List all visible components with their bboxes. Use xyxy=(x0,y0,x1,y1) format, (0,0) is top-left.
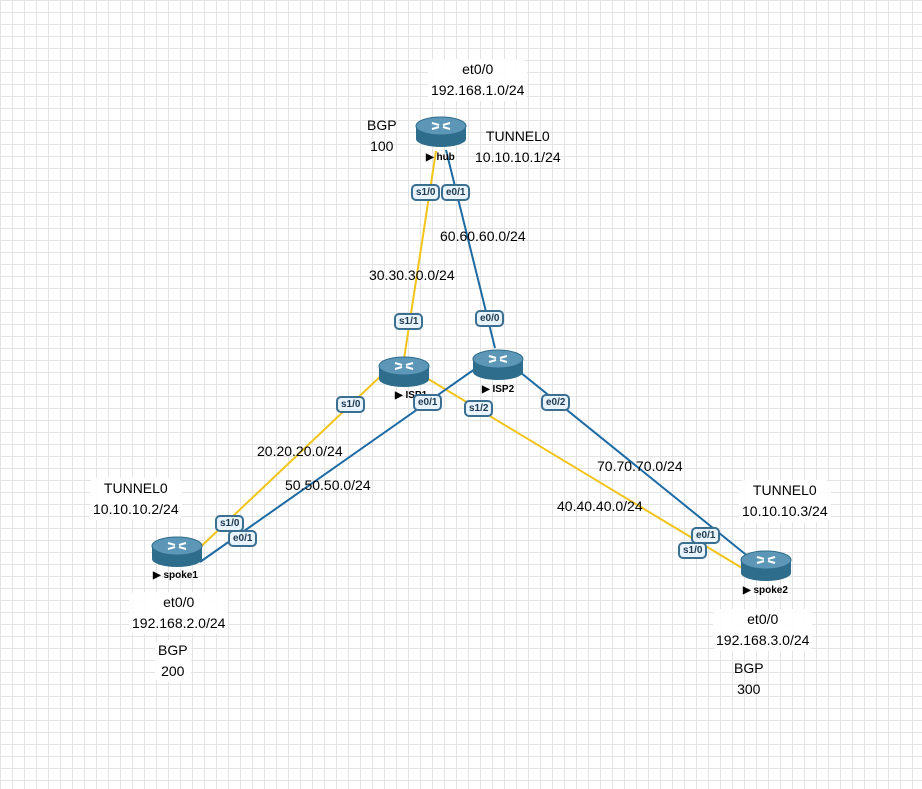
router-icon xyxy=(415,116,467,147)
router-label-isp2: ▶ ISP2 xyxy=(482,384,515,395)
spoke2-lan-network: 192.168.3.0/24 xyxy=(716,632,810,648)
spoke2-lan-annotation: et0/0 192.168.3.0/24 xyxy=(713,609,813,651)
hub-bgp-annotation: BGP 100 xyxy=(364,115,400,157)
spoke2-lan-interface: et0/0 xyxy=(747,611,779,627)
port-isp1-s1-1: s1/1 xyxy=(394,313,424,330)
hub-lan-interface: et0/0 xyxy=(462,61,494,77)
port-isp1-s1-2: s1/2 xyxy=(464,400,494,417)
port-isp1-s1-0: s1/0 xyxy=(336,396,366,413)
router-isp1[interactable] xyxy=(377,352,431,392)
hub-lan-annotation: et0/0 192.168.1.0/24 xyxy=(428,59,528,101)
router-isp2[interactable] xyxy=(471,345,525,385)
spoke1-bgp-annotation: BGP 200 xyxy=(155,640,191,682)
hub-tunnel-ip: 10.10.10.1/24 xyxy=(475,149,561,165)
net-label-isp1-spoke2: 40.40.40.0/24 xyxy=(557,498,643,514)
router-icon xyxy=(378,356,430,387)
spoke1-tunnel-ip: 10.10.10.2/24 xyxy=(93,501,179,517)
net-label-isp2-spoke2: 70.70.70.0/24 xyxy=(597,458,683,474)
router-spoke1[interactable] xyxy=(150,532,204,572)
router-spoke2[interactable] xyxy=(739,546,793,586)
spoke1-bgp-label: BGP xyxy=(158,642,188,658)
net-label-isp1-spoke1: 20.20.20.0/24 xyxy=(257,443,343,459)
router-label-hub: ▶ hub xyxy=(426,152,455,163)
router-label-spoke1: ▶ spoke1 xyxy=(153,570,198,581)
hub-tunnel-name: TUNNEL0 xyxy=(485,128,550,144)
spoke1-bgp-as: 200 xyxy=(161,663,185,679)
hub-tunnel-annotation: TUNNEL0 10.10.10.1/24 xyxy=(472,126,564,168)
spoke2-tunnel-annotation: TUNNEL0 10.10.10.3/24 xyxy=(739,480,831,522)
net-label-hub-isp2: 60.60.60.0/24 xyxy=(440,228,526,244)
net-label-isp2-spoke1: 50.50.50.0/24 xyxy=(285,477,371,493)
spoke2-bgp-annotation: BGP 300 xyxy=(731,658,767,700)
spoke2-bgp-label: BGP xyxy=(734,660,764,676)
port-hub-e0-1: e0/1 xyxy=(441,184,471,201)
spoke1-tunnel-annotation: TUNNEL0 10.10.10.2/24 xyxy=(90,478,182,520)
spoke1-lan-annotation: et0/0 192.168.2.0/24 xyxy=(129,592,229,634)
net-label-hub-isp1: 30.30.30.0/24 xyxy=(369,267,455,283)
port-spoke1-e0-1: e0/1 xyxy=(228,530,258,547)
port-isp2-e0-1: e0/1 xyxy=(413,394,443,411)
hub-bgp-label: BGP xyxy=(367,117,397,133)
router-icon xyxy=(740,550,792,581)
spoke2-tunnel-ip: 10.10.10.3/24 xyxy=(742,503,828,519)
port-isp2-e0-2: e0/2 xyxy=(541,394,571,411)
spoke2-bgp-as: 300 xyxy=(737,681,761,697)
router-icon xyxy=(151,536,203,567)
spoke2-tunnel-name: TUNNEL0 xyxy=(752,482,817,498)
hub-bgp-as: 100 xyxy=(370,138,394,154)
router-name-isp2: ISP2 xyxy=(492,384,515,395)
spoke1-lan-network: 192.168.2.0/24 xyxy=(132,615,226,631)
spoke1-lan-interface: et0/0 xyxy=(163,594,195,610)
router-icon xyxy=(472,349,524,380)
port-isp2-e0-0: e0/0 xyxy=(475,310,505,327)
router-label-spoke2: ▶ spoke2 xyxy=(743,585,788,596)
port-hub-s1-0: s1/0 xyxy=(411,184,441,201)
router-hub[interactable] xyxy=(414,112,468,152)
port-spoke2-s1-0: s1/0 xyxy=(678,542,708,559)
spoke1-tunnel-name: TUNNEL0 xyxy=(103,480,168,496)
router-name-spoke2: spoke2 xyxy=(753,585,788,596)
hub-lan-network: 192.168.1.0/24 xyxy=(431,82,525,98)
router-name-spoke1: spoke1 xyxy=(163,570,198,581)
router-name-hub: hub xyxy=(436,152,455,163)
